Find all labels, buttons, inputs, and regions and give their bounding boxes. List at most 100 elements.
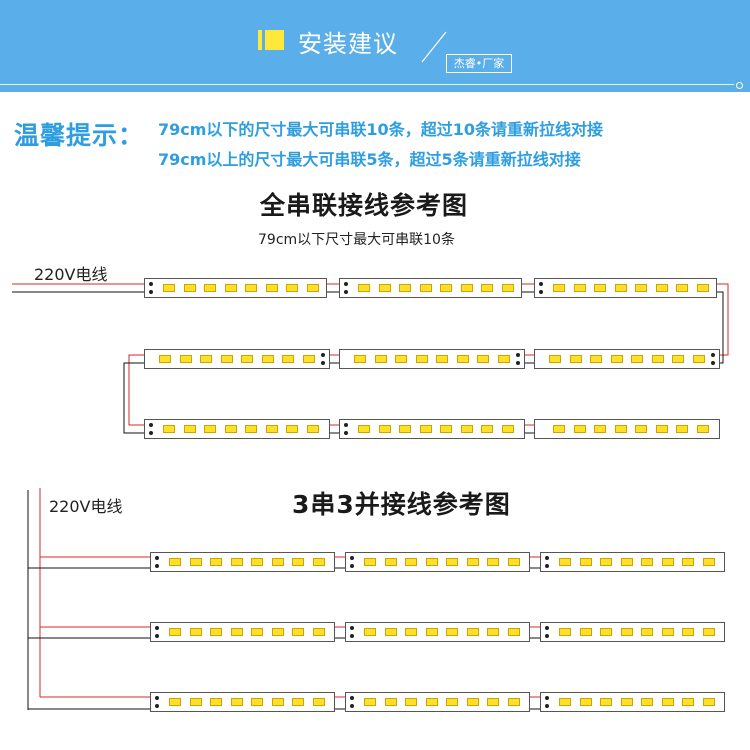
led-chip <box>292 698 304 706</box>
led-chip <box>600 698 612 706</box>
series-diagram-subtitle: 79cm以下尺寸最大可串联10条 <box>258 232 455 248</box>
led-chip <box>204 284 216 292</box>
led-strip <box>534 419 720 439</box>
led-chip <box>399 425 411 433</box>
led-chip <box>251 628 263 636</box>
connector-dot <box>545 696 549 700</box>
led-chip <box>696 425 709 433</box>
led-chip <box>241 355 253 363</box>
connector-dot <box>539 290 543 294</box>
led-chip <box>466 558 479 566</box>
led-chip <box>620 628 633 636</box>
connector-dot <box>711 353 715 357</box>
tip-line-2: 79cm以上的尺寸最大可串联5条，超过5条请重新拉线对接 <box>158 150 581 169</box>
led-chip <box>676 425 688 433</box>
led-strip <box>345 552 530 572</box>
led-chip <box>635 425 647 433</box>
led-chip <box>631 355 643 363</box>
led-chip <box>183 284 196 292</box>
led-strip <box>339 349 525 369</box>
connector-dot <box>155 626 159 630</box>
led-chip <box>559 698 571 706</box>
led-chip <box>501 425 514 433</box>
led-chip <box>302 355 315 363</box>
led-chip <box>189 698 202 706</box>
led-chip <box>251 698 263 706</box>
led-chip <box>579 698 592 706</box>
led-chip <box>641 558 653 566</box>
led-chip <box>169 698 181 706</box>
led-chip <box>163 425 175 433</box>
led-chip <box>481 425 493 433</box>
led-chip <box>312 628 325 636</box>
led-chip <box>620 558 633 566</box>
led-chip <box>292 628 304 636</box>
led-chip <box>466 628 479 636</box>
led-chip <box>183 425 196 433</box>
led-chip <box>169 628 181 636</box>
led-chip <box>446 698 458 706</box>
circle-icon <box>736 82 743 89</box>
led-chip <box>378 425 391 433</box>
led-strip <box>345 692 530 712</box>
led-chip <box>395 355 407 363</box>
led-chip <box>507 558 520 566</box>
led-strip <box>534 278 717 298</box>
connector-dot <box>344 290 348 294</box>
led-chip <box>210 558 222 566</box>
led-chip <box>573 425 586 433</box>
led-chip <box>507 698 520 706</box>
led-chip <box>245 425 257 433</box>
led-chip <box>553 425 565 433</box>
led-strip <box>144 349 330 369</box>
led-chip <box>230 628 243 636</box>
led-chip <box>460 425 473 433</box>
led-chip <box>364 698 376 706</box>
led-chip <box>600 558 612 566</box>
led-chip <box>590 355 602 363</box>
led-chip <box>440 425 452 433</box>
led-chip <box>169 558 181 566</box>
led-chip <box>374 355 387 363</box>
connector-dot <box>149 282 153 286</box>
led-strip <box>540 622 725 642</box>
led-chip <box>425 698 438 706</box>
connector-dot <box>321 361 325 365</box>
led-chip <box>481 284 493 292</box>
connector-dot <box>149 423 153 427</box>
connector-dot <box>350 556 354 560</box>
connector-dot <box>155 704 159 708</box>
led-chip <box>405 698 417 706</box>
led-chip <box>460 284 473 292</box>
led-chip <box>399 284 411 292</box>
led-chip <box>224 425 237 433</box>
led-chip <box>594 284 606 292</box>
led-chip <box>446 558 458 566</box>
led-chip <box>265 284 278 292</box>
led-chip <box>286 425 298 433</box>
led-chip <box>702 558 715 566</box>
led-chip <box>553 284 565 292</box>
led-chip <box>179 355 192 363</box>
led-chip <box>163 284 175 292</box>
led-chip <box>271 628 284 636</box>
led-chip <box>651 355 664 363</box>
title-mark-icon <box>258 30 284 50</box>
led-chip <box>559 628 571 636</box>
led-chip <box>692 355 705 363</box>
led-chip <box>271 698 284 706</box>
led-chip <box>614 425 627 433</box>
led-chip <box>497 355 510 363</box>
connector-dot <box>149 431 153 435</box>
led-chip <box>456 355 469 363</box>
banner-title: 安装建议 <box>298 30 398 58</box>
led-chip <box>419 284 432 292</box>
led-chip <box>620 698 633 706</box>
led-chip <box>579 558 592 566</box>
tip-line-1: 79cm以下的尺寸最大可串联10条，超过10条请重新拉线对接 <box>158 120 603 139</box>
led-chip <box>189 628 202 636</box>
led-chip <box>384 558 397 566</box>
led-chip <box>306 284 319 292</box>
led-strip <box>540 692 725 712</box>
connector-dot <box>344 282 348 286</box>
